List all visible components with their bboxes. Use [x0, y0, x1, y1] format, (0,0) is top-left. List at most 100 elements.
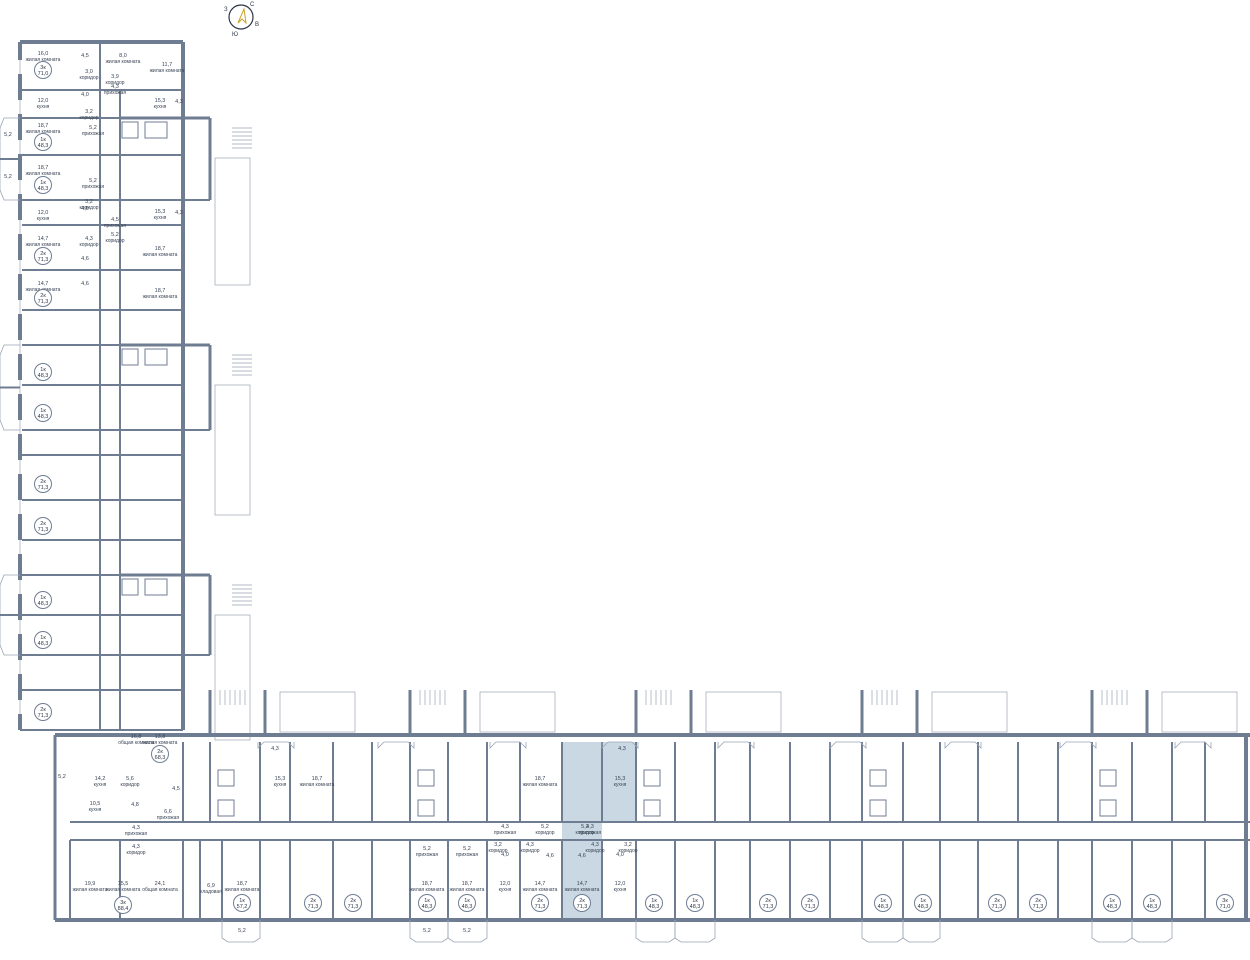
- apartment-type: 1к: [40, 635, 46, 641]
- room-area: 4,3: [501, 824, 509, 830]
- room-name: кухня: [37, 104, 50, 110]
- balcony: [0, 344, 20, 431]
- room-area: 18,7: [38, 165, 49, 171]
- room-name: прихожая: [82, 184, 105, 190]
- apartment-area: 71,3: [535, 904, 546, 910]
- apartment-type: 2к: [1035, 898, 1041, 904]
- elevator-icon: [1099, 799, 1117, 817]
- room-name: коридор: [79, 75, 98, 81]
- apartment-type: 2к: [40, 707, 46, 713]
- badge-ring: [34, 475, 52, 493]
- apartment-area: 71,3: [308, 904, 319, 910]
- room-area: 4,3: [132, 825, 140, 831]
- room-name: общая комната: [142, 887, 178, 893]
- bay-window: [717, 741, 755, 749]
- ramp: [214, 614, 251, 741]
- apartment-type: 2к: [40, 479, 46, 485]
- room-name: жилая комната: [73, 887, 108, 893]
- room-name: кухня: [37, 216, 50, 222]
- badge-ring: [233, 894, 251, 912]
- apartment-type: 3к: [120, 900, 126, 906]
- ramp: [214, 157, 251, 286]
- room-label: 4,6: [81, 256, 89, 262]
- apartment-area: 48,3: [38, 186, 49, 192]
- badge-ring: [34, 404, 52, 422]
- room-label: 4,6: [578, 853, 586, 859]
- room-area: 6,6: [164, 809, 172, 815]
- badge-ring: [1029, 894, 1047, 912]
- room-area: 15,3: [155, 209, 166, 215]
- compass-north: С: [250, 2, 255, 8]
- badge-ring: [34, 247, 52, 265]
- room-name: прихожая: [456, 852, 479, 858]
- apartment-area: 48,3: [462, 904, 473, 910]
- room-name: прихожая: [82, 131, 105, 137]
- room-name: коридор: [585, 848, 604, 854]
- room-area: 3,9: [111, 74, 119, 80]
- room-area: 5,2: [4, 174, 12, 180]
- room-area: 16,0: [38, 51, 49, 57]
- apartment-badges: 3к71,01к48,31к48,32к71,32к71,31к48,31к48…: [34, 61, 1234, 914]
- room-area: 18,7: [38, 123, 49, 129]
- bay-window: [377, 741, 415, 749]
- badge-ring: [1143, 894, 1161, 912]
- room-name: прихожая: [494, 830, 517, 836]
- apartment-type: 1к: [1109, 898, 1115, 904]
- badge-ring: [686, 894, 704, 912]
- room-area: 18,7: [155, 246, 166, 252]
- room-name: жилая комната: [523, 782, 558, 788]
- highlighted-apartment[interactable]: [562, 742, 636, 920]
- room-area: 4,3: [591, 842, 599, 848]
- room-name: кладовая: [200, 889, 222, 895]
- room-area: 3,2: [85, 199, 93, 205]
- apartment-type: 1к: [40, 180, 46, 186]
- room-name: жилая комната: [143, 252, 178, 258]
- apartment-area: 48,3: [1147, 904, 1158, 910]
- apartment-type: 1к: [239, 898, 245, 904]
- apartment-type: 1к: [1149, 898, 1155, 904]
- room-area: 15,5: [118, 881, 129, 887]
- room-area: 5,2: [423, 846, 431, 852]
